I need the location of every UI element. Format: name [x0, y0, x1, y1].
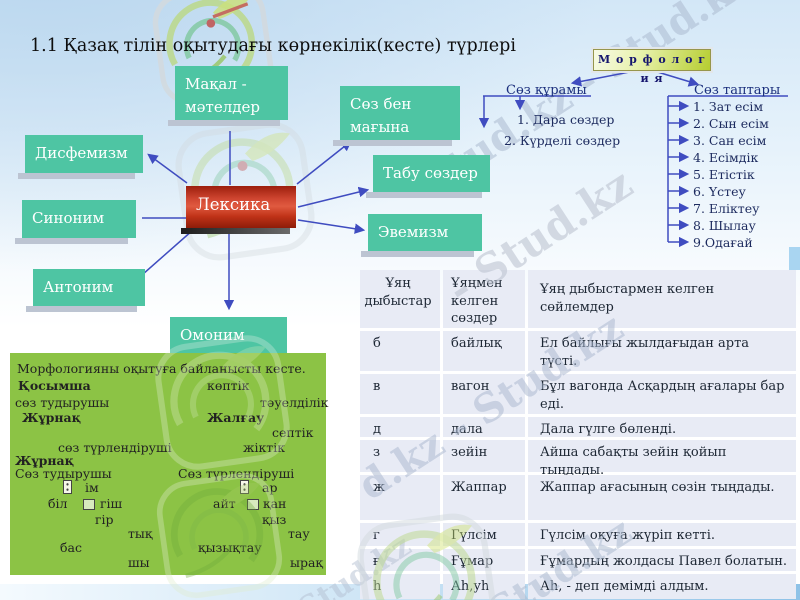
table-cell: Айша сабақты зейін қойып тыңдады. — [528, 440, 796, 478]
table-cell: зейін — [443, 440, 525, 472]
table-row: б байлық Ел байлығы жылдағыдан арта түст… — [360, 331, 796, 371]
table-cell: г — [360, 523, 440, 546]
green-line: Морфологияны оқытуға байланысты кесте. — [17, 361, 306, 376]
green-line: гіш — [100, 496, 123, 511]
lexika-box-euphemism: Эвемизм — [361, 214, 482, 257]
green-line: шы — [128, 555, 150, 570]
lexika-box-antonym: Антоним — [26, 269, 145, 312]
green-line: қызықтау — [198, 540, 262, 555]
morph-right-item: 6. Үстеу — [693, 184, 746, 199]
morph-right-item: 7. Еліктеу — [693, 201, 760, 216]
green-line: гір — [95, 512, 114, 527]
green-line: тау — [288, 526, 310, 541]
table-cell: Ел байлығы жылдағыдан арта түсті. — [528, 331, 796, 371]
table-cell: ж — [360, 475, 440, 520]
green-line: ар — [262, 480, 278, 495]
table-cell: дала — [443, 417, 525, 437]
lexika-box-homonym: Омоним — [163, 317, 287, 360]
table-cell: байлық — [443, 331, 525, 371]
table-header-cell: Ұяңмен келген сөздер — [443, 270, 525, 328]
morph-right-item: 3. Сан есім — [693, 133, 767, 148]
table-cell: в — [360, 374, 440, 414]
morph-left-item: 2. Күрделі сөздер — [504, 133, 621, 148]
table-cell: Дала гүлге бөленді. — [528, 417, 796, 437]
green-line: ырақ — [290, 555, 323, 570]
affix-symbol-icon — [240, 480, 249, 494]
table-row: ж Жаппар Жаппар ағасының сөзін тыңдады. — [360, 475, 796, 520]
table-row: д дала Дала гүлге бөленді. — [360, 417, 796, 437]
morph-right-item: 2. Сын есім — [693, 116, 769, 131]
table-header-cell: Ұяң дыбыстармен келген сөйлемдер — [528, 270, 796, 328]
table-row: ғ Ғұмар Ғұмардың жолдасы Павел болатын. — [360, 549, 796, 571]
table-cell: Жаппар ағасының сөзін тыңдады. — [528, 475, 796, 520]
morphology-left-label: Сөз құрамы — [506, 83, 587, 98]
morph-right-item: 4. Есімдік — [693, 150, 759, 165]
table-cell: Ғұмар — [443, 549, 525, 571]
green-line: қыз — [262, 512, 287, 527]
table-header-row: Ұяң дыбыстар Ұяңмен келген сөздер Ұяң ды… — [360, 270, 796, 328]
green-line: сөз түрлендіруші — [58, 440, 172, 455]
green-line: біл — [48, 496, 68, 511]
table-row: з зейін Айша сабақты зейін қойып тыңдады… — [360, 440, 796, 478]
green-line: Қосымша — [18, 378, 91, 393]
blue-corner-shape — [789, 247, 800, 270]
green-line: Жұрнақ — [15, 453, 74, 468]
table-cell: һ — [360, 574, 440, 599]
page-title: 1.1 Қазақ тілін оқытудағы көрнекілік(кес… — [30, 36, 516, 56]
table-cell: Ғұмардың жолдасы Павел болатын. — [528, 549, 796, 571]
green-line: Сөз тудырушы — [15, 466, 112, 481]
table-cell: вагон — [443, 374, 525, 414]
morphology-right-label: Сөз таптары — [694, 83, 781, 98]
table-cell: ғ — [360, 549, 440, 571]
lexika-box-synonym: Синоним — [15, 200, 136, 244]
affix-symbol-icon — [63, 480, 72, 494]
table-cell: Бұл вагонда Асқардың ағалары бар еді. — [528, 374, 796, 414]
table-row: в вагон Бұл вагонда Асқардың ағалары бар… — [360, 374, 796, 414]
green-line: айт — [213, 496, 236, 511]
green-line: Жұрнақ — [22, 410, 81, 425]
morph-right-item: 9.Одағай — [693, 235, 753, 250]
table-cell: д — [360, 417, 440, 437]
table-cell: Аһ,уһ — [443, 574, 525, 599]
green-line: тық — [128, 526, 153, 541]
green-line: Жалғау — [207, 410, 265, 425]
green-line: жіктік — [243, 440, 286, 455]
morph-right-item: 1. Зат есім — [693, 99, 764, 114]
lexika-box-soz-ben-magyna: Сөз бен мағына — [333, 86, 460, 146]
table-cell: Гүлсім — [443, 523, 525, 546]
green-line: тәуелділік — [260, 395, 329, 410]
square-symbol-icon — [247, 499, 259, 510]
lexika-box-dysphemism: Дисфемизм — [18, 135, 143, 179]
green-line: Сөз түрлендіруші — [178, 466, 295, 481]
morph-left-item: 1. Дара сөздер — [517, 112, 615, 127]
green-line: қан — [263, 496, 287, 511]
table-row: һ Аһ,уһ Аһ, - деп демімді алдым. — [360, 574, 796, 599]
table-cell: з — [360, 440, 440, 472]
green-line: сөз тудырушы — [15, 395, 110, 410]
table-row: г Гүлсім Гүлсім оқуға жүріп кетті. — [360, 523, 796, 546]
green-line: ім — [85, 480, 99, 495]
table-cell: б — [360, 331, 440, 371]
green-line: көптік — [207, 378, 250, 393]
table-cell: Жаппар — [443, 475, 525, 520]
morph-right-item: 5. Етістік — [693, 167, 755, 182]
green-line: септік — [272, 425, 314, 440]
morph-right-item: 8. Шылау — [693, 218, 756, 233]
square-symbol-icon — [83, 499, 95, 510]
lexika-center-box: Лексика — [181, 186, 296, 234]
sounds-table: Ұяң дыбыстар Ұяңмен келген сөздер Ұяң ды… — [360, 270, 796, 599]
morphology-header: М о р ф о л о г и я — [591, 47, 713, 85]
table-header-cell: Ұяң дыбыстар — [360, 270, 440, 328]
green-line: бас — [60, 540, 82, 555]
table-cell: Аһ, - деп демімді алдым. — [528, 574, 796, 599]
lexika-box-maqal: Мақал - мәтелдер — [168, 66, 288, 126]
morphology-green-panel: Морфологияны оқытуға байланысты кесте. Қ… — [10, 353, 329, 575]
table-cell: Гүлсім оқуға жүріп кетті. — [528, 523, 796, 546]
lexika-box-tabu: Табу сөздер — [366, 155, 490, 198]
